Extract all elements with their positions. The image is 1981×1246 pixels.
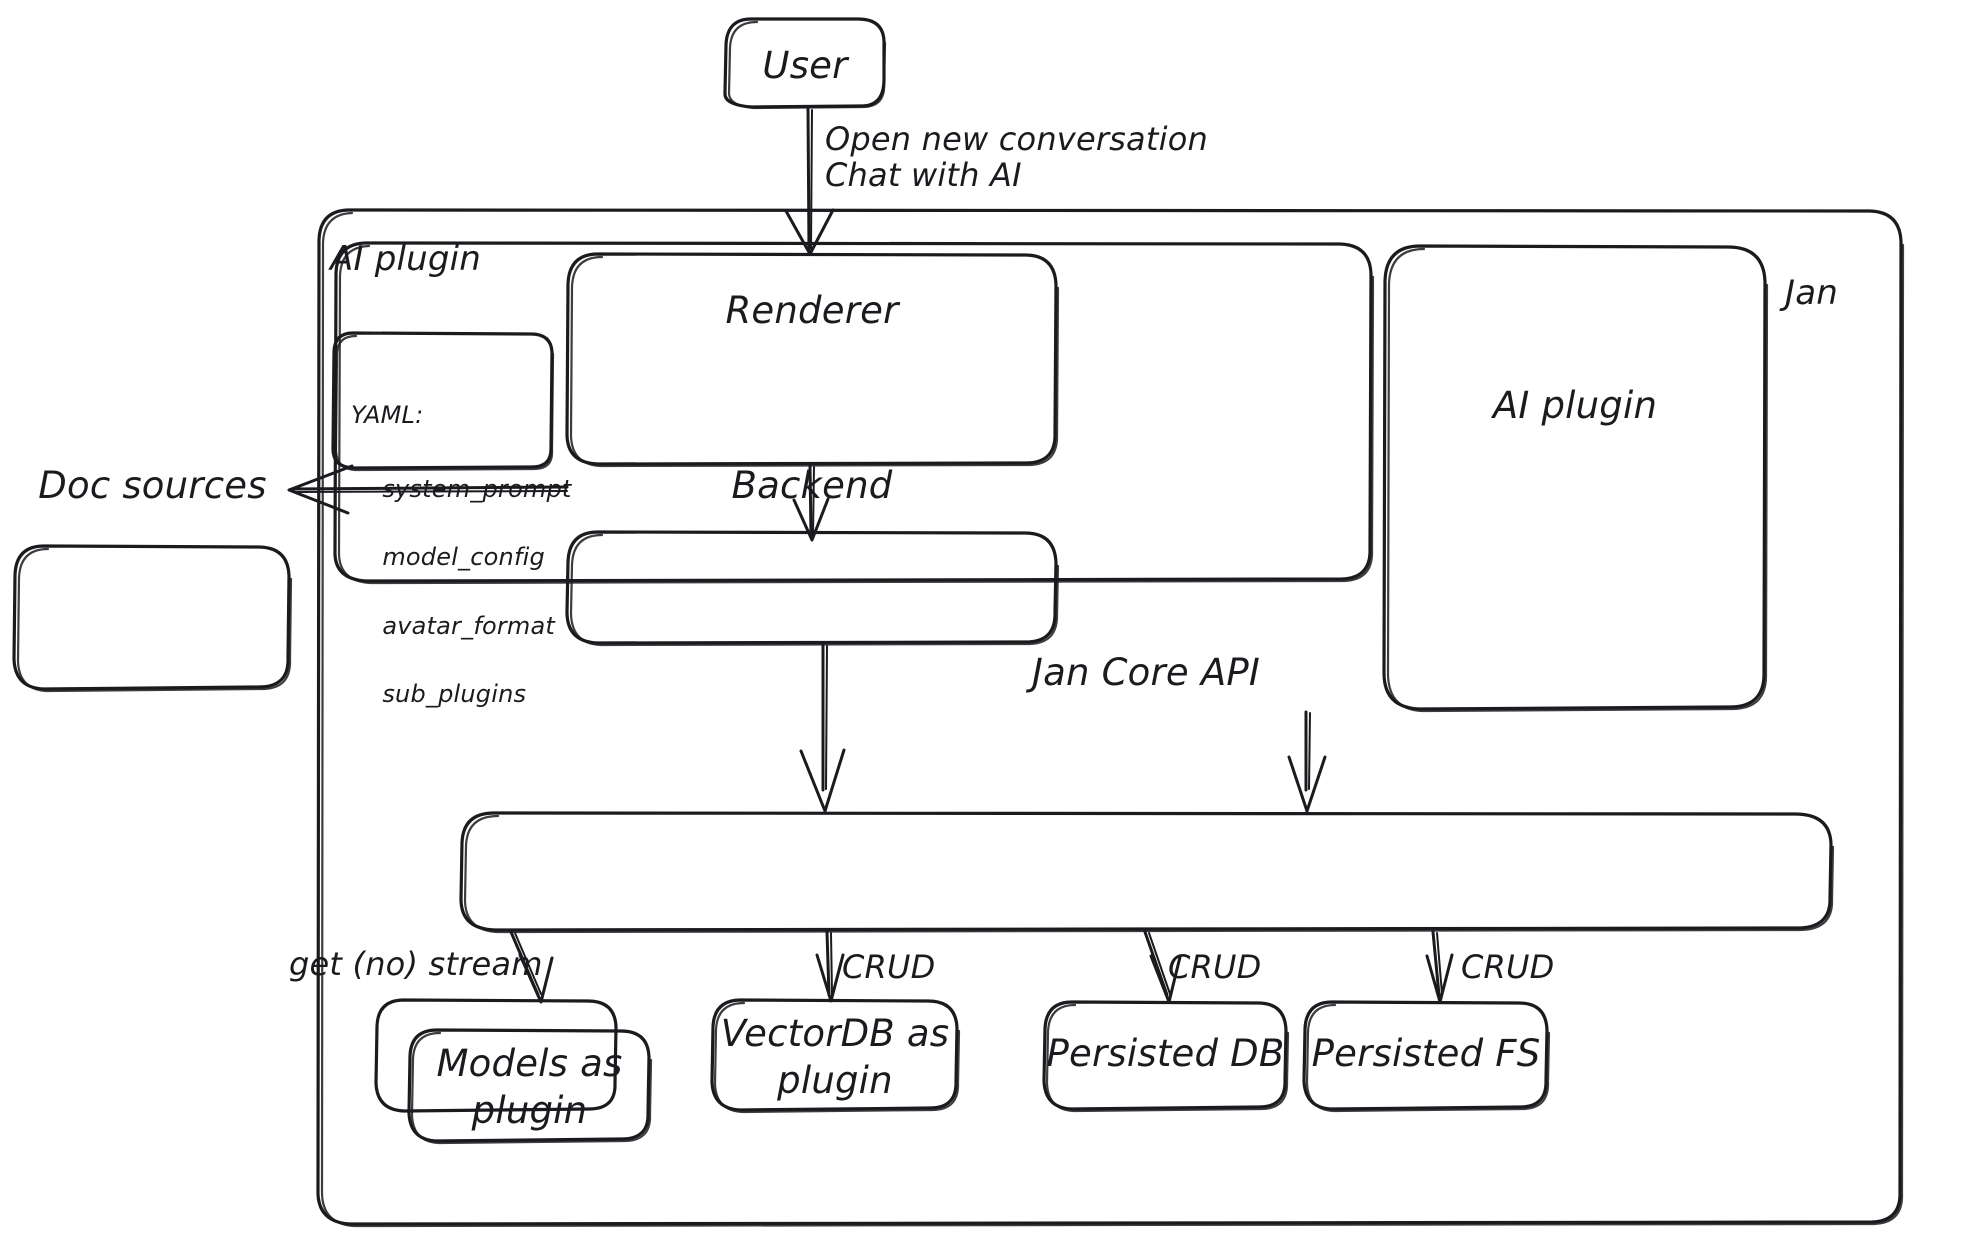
edge-aiplugin-to-core xyxy=(1287,710,1327,813)
edge-core-to-fs xyxy=(1425,930,1454,1004)
edge-core-to-vectordb xyxy=(815,930,845,1003)
edge-core-to-db xyxy=(1143,930,1182,1004)
user-box-shape[interactable] xyxy=(723,17,887,110)
yaml-key-3: sub_plugins xyxy=(382,679,527,708)
yaml-key-2: avatar_format xyxy=(382,611,556,640)
jan-container-label: Jan xyxy=(1785,273,1839,313)
yaml-key-0: system_prompt xyxy=(382,475,572,504)
edge-label-core-to-db: CRUD xyxy=(1168,948,1262,986)
backend-box-shape[interactable] xyxy=(565,530,1060,647)
renderer-label: Renderer xyxy=(725,289,899,332)
yaml-title: YAML: xyxy=(351,401,424,430)
edge-label-core-to-fs: CRUD xyxy=(1461,948,1555,986)
models-plugin-back-shape xyxy=(374,998,618,1113)
persisted-fs-label: Persisted FS xyxy=(1311,1032,1541,1075)
yaml-card-text: YAML: system_prompt model_config avatar_… xyxy=(351,330,571,745)
edge-renderer-to-backend xyxy=(792,464,830,542)
persisted-db-label: Persisted DB xyxy=(1046,1032,1285,1075)
models-plugin-box-shape[interactable] xyxy=(407,1028,653,1145)
yaml-key-1: model_config xyxy=(382,543,545,572)
edge-backend-to-doc-sources xyxy=(287,464,569,515)
ai-plugin-right-box-shape[interactable] xyxy=(1382,244,1769,713)
edge-core-to-models xyxy=(509,930,554,1004)
edge-label-core-to-models: get (no) stream xyxy=(289,945,543,983)
jan-core-api-label: Jan Core API xyxy=(1032,651,1260,694)
user-label: User xyxy=(762,44,848,87)
jan-container-shape[interactable] xyxy=(316,208,1905,1228)
edge-user-to-renderer xyxy=(784,106,835,256)
doc-sources-box-shape[interactable] xyxy=(12,544,293,693)
edge-label-core-to-vectordb: CRUD xyxy=(842,948,936,986)
edge-label-user-to-renderer: Open new conversation Chat with AI xyxy=(825,120,1208,194)
vectordb-plugin-label: VectorDB as plugin xyxy=(720,1012,950,1103)
renderer-box-shape[interactable] xyxy=(565,252,1060,468)
persisted-fs-box-shape[interactable] xyxy=(1302,1000,1551,1113)
jan-core-api-box-shape[interactable] xyxy=(459,811,1835,934)
persisted-db-box-shape[interactable] xyxy=(1042,1000,1290,1113)
ai-plugin-right-label: AI plugin xyxy=(1492,384,1658,427)
vectordb-plugin-box-shape[interactable] xyxy=(710,998,961,1114)
ai-plugin-group-shape[interactable] xyxy=(333,241,1375,585)
edge-backend-to-core xyxy=(799,643,846,813)
doc-sources-label: Doc sources xyxy=(38,464,267,507)
ai-plugin-group-label: AI plugin xyxy=(330,239,482,279)
yaml-card-shape[interactable] xyxy=(331,331,555,472)
backend-label: Backend xyxy=(731,464,893,507)
models-plugin-label: Models as plugin xyxy=(436,1042,623,1133)
